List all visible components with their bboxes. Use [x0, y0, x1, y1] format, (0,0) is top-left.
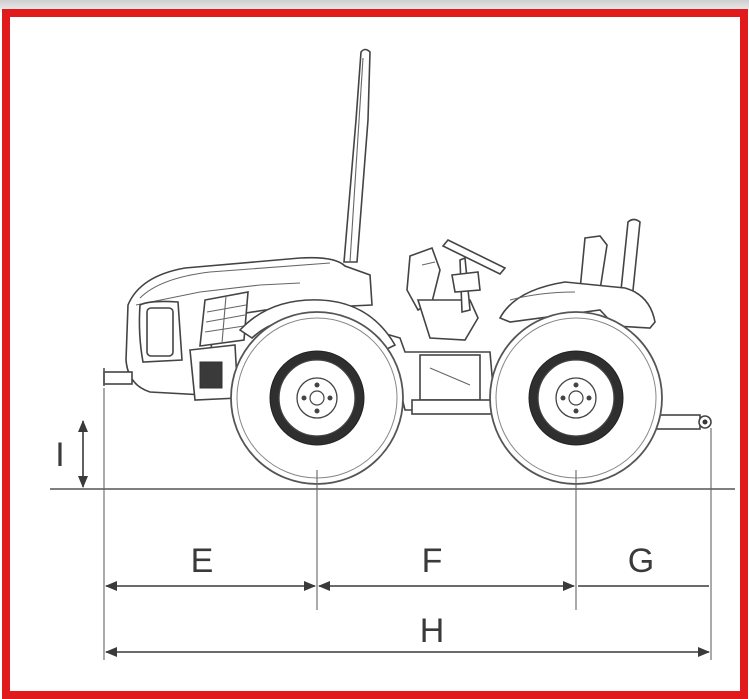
side-vents	[199, 291, 249, 347]
front-wheel	[230, 311, 404, 485]
rear-wheel	[489, 311, 663, 485]
steering-wheel	[441, 239, 507, 314]
tractor-drawing	[103, 48, 712, 485]
dimension-label-g: G	[628, 542, 654, 580]
red-border	[2, 9, 748, 699]
hood	[125, 256, 373, 401]
dimension-label-e: E	[191, 542, 214, 580]
roll-bar	[343, 48, 371, 263]
dimension-label-i: I	[55, 436, 64, 474]
dimension-label-h: H	[420, 612, 445, 650]
front-hitch	[103, 368, 133, 386]
dimension-label-f: F	[422, 542, 443, 580]
rear-hitch	[651, 414, 712, 430]
rear-rops	[498, 218, 656, 329]
dimension-lines	[78, 388, 712, 660]
